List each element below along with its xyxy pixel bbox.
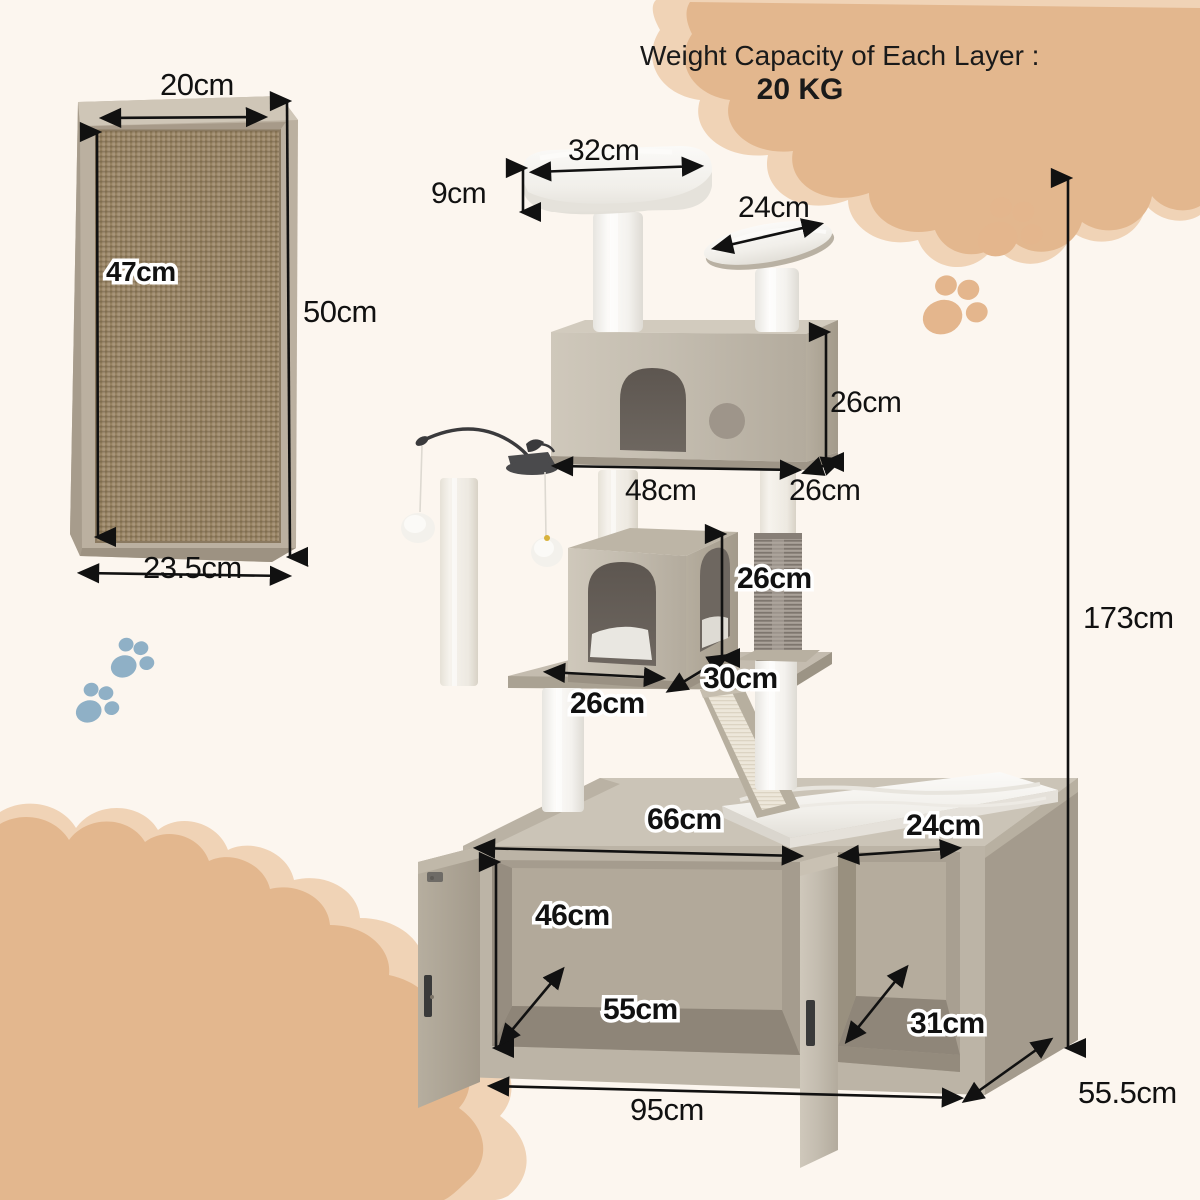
label-right-compartment-depth: 31cm xyxy=(907,1004,989,1044)
label-cabinet-overall-depth: 55.5cm xyxy=(1078,1075,1177,1110)
label-cabinet-interior-depth: 55cm xyxy=(600,990,682,1030)
header-weight-capacity-value: 20 KG xyxy=(756,73,844,106)
board-dimension-arrows xyxy=(76,90,309,586)
label-board-top-width: 20cm xyxy=(160,67,234,102)
label-middle-condo-width: 26cm xyxy=(567,684,649,724)
label-board-outer-height: 50cm xyxy=(303,294,377,329)
label-top-perch-width: 32cm xyxy=(568,134,640,167)
label-board-inner-height: 47cm xyxy=(103,253,180,291)
label-board-outer-width: 23.5cm xyxy=(143,550,242,585)
label-cushion-width: 24cm xyxy=(903,806,985,846)
decor-cloud-bottom-left xyxy=(0,803,527,1200)
label-cabinet-interior-height: 46cm xyxy=(532,896,614,936)
header-weight-capacity-title: Weight Capacity of Each Layer : xyxy=(640,40,1040,71)
grooming-bristle-column xyxy=(736,533,820,662)
paw-print-blue-2 xyxy=(75,682,120,723)
cat-teaser-toy xyxy=(401,427,563,567)
label-top-perch-thickness: 9cm xyxy=(431,177,487,210)
label-cabinet-top-width: 66cm xyxy=(644,800,726,840)
label-upper-condo-height: 26cm xyxy=(830,386,902,419)
label-middle-condo-height: 26cm xyxy=(734,559,816,599)
label-total-height: 173cm xyxy=(1083,600,1174,635)
label-oval-perch-width: 24cm xyxy=(738,191,810,224)
upper-fur-posts xyxy=(593,212,799,332)
label-middle-condo-depth: 30cm xyxy=(700,659,782,699)
paw-print-blue-1 xyxy=(110,637,155,678)
label-upper-condo-depth: 26cm xyxy=(789,474,861,507)
label-upper-condo-width: 48cm xyxy=(625,474,697,507)
paw-print-tan-2 xyxy=(922,275,988,335)
label-cabinet-overall-width: 95cm xyxy=(630,1092,704,1127)
paw-print-tan-1 xyxy=(977,197,1043,257)
